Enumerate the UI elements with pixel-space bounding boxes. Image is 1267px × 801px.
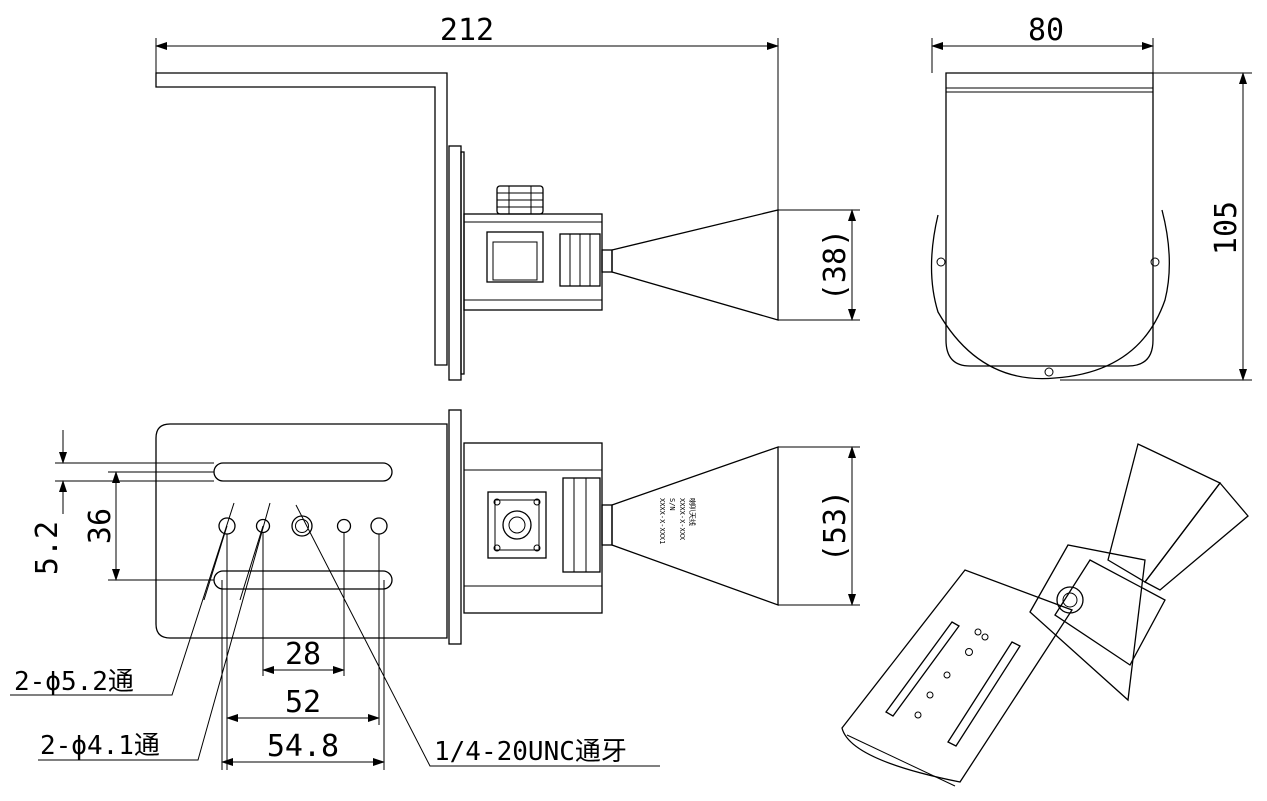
end-view bbox=[930, 72, 1170, 380]
flange-top bbox=[448, 409, 462, 645]
isometric-view bbox=[841, 443, 1249, 787]
hole-4-1-right bbox=[336, 518, 352, 534]
horn-top bbox=[611, 446, 779, 606]
horn-label-line4: XXXX-X-XXX1 bbox=[658, 498, 666, 544]
dim-slot-width: 5.2 bbox=[30, 521, 65, 575]
callout-thread: 1/4-20UNC通牙 bbox=[434, 737, 627, 767]
adapter-top bbox=[463, 442, 603, 614]
callout-hole-5-2: 2-ϕ5.2通 bbox=[14, 667, 134, 697]
bracket-plate bbox=[155, 423, 448, 639]
dim-hole-spacing-52: 52 bbox=[285, 685, 321, 720]
iso-bracket-side bbox=[1029, 544, 1146, 702]
adapter-body bbox=[463, 213, 603, 311]
dim-slot-spacing: 36 bbox=[83, 508, 118, 544]
connector-face-icon bbox=[487, 491, 547, 559]
horn-nameplate: 喇叭天线 XXXX-X-XXX S/N XXXX-X-XXX1 bbox=[658, 498, 697, 544]
horn-antenna bbox=[611, 209, 779, 321]
dim-height: 105 bbox=[1209, 201, 1244, 255]
bracket-face bbox=[945, 72, 1154, 367]
dimension-lines bbox=[10, 38, 1252, 770]
horn-label-line2: XXXX-X-XXX bbox=[678, 498, 686, 541]
iso-horn-left bbox=[1107, 443, 1222, 583]
waveguide-block bbox=[486, 231, 544, 283]
l-bracket bbox=[155, 72, 448, 366]
hole-4-1-left bbox=[255, 518, 271, 534]
hole-5-2-right bbox=[370, 517, 388, 535]
dim-aperture-large: (53) bbox=[818, 490, 853, 562]
dim-width: 80 bbox=[1028, 13, 1064, 48]
top-view: 喇叭天线 XXXX-X-XXX S/N XXXX-X-XXX1 bbox=[155, 409, 779, 645]
slot-top bbox=[213, 462, 393, 482]
dim-overall-length: 212 bbox=[440, 13, 494, 48]
iso-adapter bbox=[1054, 559, 1166, 666]
horn-label-line1: 喇叭天线 bbox=[688, 498, 697, 526]
n-connector-icon bbox=[496, 185, 544, 215]
iso-horn-right bbox=[1144, 481, 1249, 591]
mounting-plate bbox=[448, 145, 462, 381]
callout-hole-4-1: 2-ϕ4.1通 bbox=[40, 731, 160, 761]
horn-label-line3: S/N bbox=[668, 498, 676, 511]
side-view bbox=[155, 72, 779, 381]
slot-bottom bbox=[213, 570, 393, 590]
dim-hole-spacing-54-8: 54.8 bbox=[267, 729, 339, 764]
iso-plate bbox=[841, 569, 1073, 783]
dim-aperture-small: (38) bbox=[818, 229, 853, 301]
dim-hole-spacing-28: 28 bbox=[285, 637, 321, 672]
